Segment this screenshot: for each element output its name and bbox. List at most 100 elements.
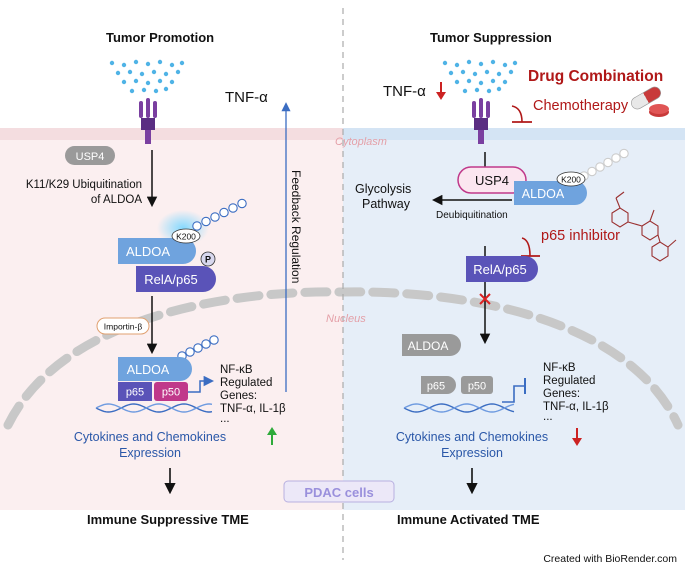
ubiquitin-unit [209,335,219,345]
left-title: Tumor Promotion [106,30,214,45]
ligand-dot [474,87,480,93]
cytoplasm-label: Cytoplasm [335,136,387,148]
aldoa-right-box [514,181,587,205]
expression-right-line1: Cytokines and Chemokines [396,430,548,444]
ligand-dot [466,78,472,84]
deubiquitination-label: Deubiquitination [436,210,508,221]
ubiquitin-unit [595,162,605,172]
rela-right-label: RelA/p65 [473,262,526,277]
ubiquitin-unit [185,347,195,357]
ligand-dot [460,69,466,75]
ligand-dot [454,62,460,68]
glycolysis-line1: Glycolysis [355,182,411,196]
right-title: Tumor Suppression [430,30,552,45]
chemotherapy-label: Chemotherapy [533,98,629,114]
ligand-dot [484,69,490,75]
ubiquitin-unit [201,339,211,349]
expression-left-line1: Cytokines and Chemokines [74,430,226,444]
nfkb-left-line2: Regulated [220,377,272,389]
ligand-dot [141,87,147,93]
usp4-right-label: USP4 [475,173,509,188]
ubiquitin-unit [219,207,229,218]
nfkb-right-line4: TNF-α, IL-1β [543,401,609,413]
right-outcome: Immune Activated TME [397,512,540,527]
ligand-dot [109,60,115,66]
aldoa-nuclear-right-box [402,334,461,356]
ligand-dot [157,59,163,65]
ubiquitin-unit [192,221,202,231]
nfkb-left-line4: TNF-α, IL-1β [220,403,286,415]
glycolysis-line2: Pathway [362,197,411,211]
ligand-dot [462,88,468,94]
nfkb-right-line5: ... [543,411,553,423]
usp4-left-box [65,146,115,165]
nucleus-envelope [3,287,683,430]
down-arrow-tnf-icon [436,82,446,100]
ligand-dot [145,61,151,67]
nfkb-right-line1: NF-κB [543,362,576,374]
ubiquitin-unit [587,166,597,177]
aldoa-right-label: ALDOA [522,187,565,201]
ubiquitin-unit [210,212,220,222]
ligand-dot [133,78,139,84]
right-membrane-band [343,128,685,140]
pill-capsule-icon [631,86,661,110]
ligand-dot [175,69,181,75]
ligand-dot [121,79,127,85]
left-membrane-band [0,128,343,140]
ubiquitin-unit [611,153,621,163]
rela-left-label: RelA/p65 [144,272,197,287]
p50-left-box [154,382,188,401]
aldoa-left-label: ALDOA [126,244,170,259]
usp4-right-box [457,166,527,194]
aldoa-left-box [118,238,196,264]
nfkb-left-line1: NF-κB [220,364,253,376]
ligand-dot [448,70,454,76]
ligand-dot [163,86,169,92]
p50-right-label: p50 [468,381,486,393]
ligand-dot [157,78,163,84]
nfkb-right-line2: Regulated [543,375,595,387]
aldoa-nuclear-left-box [118,357,192,381]
k200-right-badge [556,171,586,187]
pdac-cells-label: PDAC cells [304,485,373,500]
activation-arrow-left [188,375,215,393]
k200-right-label: K200 [561,175,581,185]
ligand-dot [115,70,121,76]
tnf-ligand-dots-left [109,59,185,94]
ubiquitin-unit [201,216,211,227]
importin-label: Importin-β [104,322,143,332]
ligand-dot [169,62,175,68]
tnf-label-left: TNF-α [225,89,268,106]
importin-box [96,317,150,335]
usp4-left-label: USP4 [76,151,105,163]
ubiquitin-unit [193,343,203,353]
ligand-dot [454,79,460,85]
p50-right-box [461,376,493,394]
ligand-dot [502,79,508,85]
ligand-dot [496,71,502,77]
ligand-dot [512,60,518,66]
rela-left-box [136,266,216,292]
ubiquitination-line2: of ALDOA [91,194,142,206]
aldoa-nuclear-right-label: ALDOA [408,339,449,353]
p65-inhibit-curve [521,237,531,257]
down-arrow-expression-icon [572,428,582,446]
ligand-dot [486,88,492,94]
ligand-dot [169,79,175,85]
ubiquitin-chain-nuclear [177,335,219,361]
k200-left-badge [171,228,201,244]
ubiquitin-unit [619,148,629,159]
molecule-structure-icon [611,191,677,262]
expression-right-line2: Expression [441,446,503,460]
left-outcome: Immune Suppressive TME [87,512,249,527]
p65-inhibitor-label: p65 inhibitor [541,228,620,244]
ligand-dot [121,62,127,68]
chemo-inhibit-curve [511,105,523,123]
aldoa-nuclear-left-label: ALDOA [127,363,170,377]
ligand-dot [153,88,159,94]
p65-right-box [421,376,456,394]
receptor-right-icon [472,98,490,144]
p65-right-label: p65 [427,381,445,393]
